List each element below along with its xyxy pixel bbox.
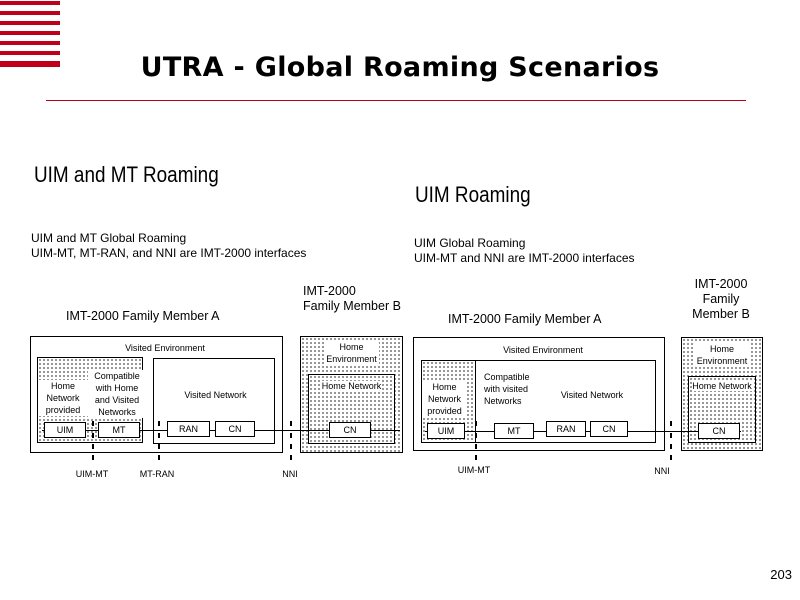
interface-tick [92, 433, 94, 438]
home-network-text: Home Network [692, 381, 752, 391]
text-line: provided [45, 405, 81, 415]
text-line: Networks [98, 407, 136, 417]
right-desc-line2: UIM-MT and NNI are IMT-2000 interfaces [414, 251, 635, 265]
right-cn-visited-node: CN [590, 421, 628, 437]
left-desc-line1: UIM and MT Global Roaming [31, 231, 187, 245]
left-family-b-label: IMT-2000 Family Member B [303, 284, 401, 314]
interface-tick [475, 444, 477, 449]
left-family-b-line1: IMT-2000 [303, 284, 356, 298]
right-home-env-label: Home Environment [681, 343, 763, 367]
right-ran-node: RAN [546, 421, 586, 437]
interface-tick [670, 455, 672, 460]
text-line: Networks [484, 396, 522, 406]
right-uim-node: UIM [427, 423, 465, 439]
title-divider [46, 100, 746, 101]
interface-tick [92, 444, 94, 449]
interface-tick [92, 455, 94, 460]
right-family-b-line1: IMT-2000 [694, 277, 748, 291]
slide-title: UTRA - Global Roaming Scenarios [140, 52, 660, 83]
right-compatible-label: Compatible with visited Networks [484, 371, 544, 407]
left-desc-line2: UIM-MT, MT-RAN, and NNI are IMT-2000 int… [31, 246, 307, 260]
right-home-provided-label: Home Network provided [422, 381, 467, 417]
right-mt-node: MT [494, 423, 534, 439]
stripe [0, 51, 60, 55]
text-line: Home [709, 344, 734, 354]
text-line: Environment [326, 354, 377, 364]
interface-tick [670, 433, 672, 438]
text-line: Home [432, 382, 457, 392]
right-home-network-label: Home Network [688, 380, 756, 392]
text-line: Network [46, 393, 80, 403]
text-line: Home [50, 381, 75, 391]
text-line: Compatible [484, 372, 530, 382]
right-family-a-label: IMT-2000 Family Member A [448, 312, 602, 326]
interface-tick [158, 455, 160, 460]
home-network-text: Home Network [321, 381, 382, 391]
left-if-mt-ran: MT-RAN [139, 469, 175, 479]
interface-tick [670, 444, 672, 449]
stripe [0, 21, 60, 25]
left-description: UIM and MT Global Roaming UIM-MT, MT-RAN… [31, 231, 306, 261]
text-line: provided [427, 406, 462, 416]
right-family-b-line3: Member B [692, 307, 750, 321]
right-visited-env-label: Visited Environment [503, 345, 583, 355]
text-line: Environment [696, 356, 748, 366]
left-heading: UIM and MT Roaming [34, 162, 219, 187]
interface-tick [290, 421, 292, 426]
text-line: and Visited [94, 395, 140, 405]
stripe [0, 1, 60, 5]
left-home-network-label: Home Network [308, 380, 395, 392]
text-line: with visited [484, 384, 529, 394]
left-home-env-label: Home Environment [300, 341, 403, 365]
interface-tick [290, 455, 292, 460]
right-if-nni: NNI [654, 466, 670, 476]
left-if-nni: NNI [282, 469, 298, 479]
stripe [0, 11, 60, 15]
left-family-b-line2: Family Member B [303, 299, 401, 313]
text-line: with Home [95, 383, 139, 393]
interface-tick [475, 433, 477, 438]
left-mt-node: MT [98, 422, 140, 438]
right-desc-line1: UIM Global Roaming [414, 236, 526, 250]
page-number: 203 [770, 567, 792, 582]
interface-tick [92, 421, 94, 426]
left-uim-node: UIM [44, 422, 86, 438]
left-cn-visited-node: CN [215, 421, 255, 437]
interface-tick [158, 444, 160, 449]
right-cn-home-node: CN [698, 423, 740, 439]
right-description: UIM Global Roaming UIM-MT and NNI are IM… [414, 236, 635, 266]
interface-tick [158, 421, 160, 426]
text-line: Compatible [94, 371, 140, 381]
left-compatible-label: Compatible with Home and Visited Network… [88, 370, 146, 418]
text-line: Home [339, 342, 364, 352]
left-visited-network-label: Visited Network [184, 390, 247, 400]
stripe [0, 61, 60, 67]
stripe [0, 41, 60, 45]
right-family-b-label: IMT-2000 Family Member B [680, 277, 762, 322]
interface-tick [475, 455, 477, 460]
left-home-provided-label: Home Network provided [38, 380, 88, 416]
right-family-b-line2: Family [702, 292, 740, 306]
left-family-a-label: IMT-2000 Family Member A [66, 309, 220, 323]
left-ran-node: RAN [167, 421, 210, 437]
left-if-uim-mt: UIM-MT [75, 469, 109, 479]
interface-tick [670, 421, 672, 426]
text-line: Network [427, 394, 461, 404]
interface-tick [290, 444, 292, 449]
right-visited-network-label: Visited Network [560, 390, 624, 400]
right-if-uim-mt: UIM-MT [457, 465, 491, 475]
stripe [0, 31, 60, 35]
left-cn-home-node: CN [329, 422, 371, 438]
left-visited-env-label: Visited Environment [125, 343, 205, 353]
right-heading: UIM Roaming [415, 182, 531, 207]
interface-tick [158, 433, 160, 438]
interface-tick [475, 421, 477, 426]
interface-tick [290, 433, 292, 438]
